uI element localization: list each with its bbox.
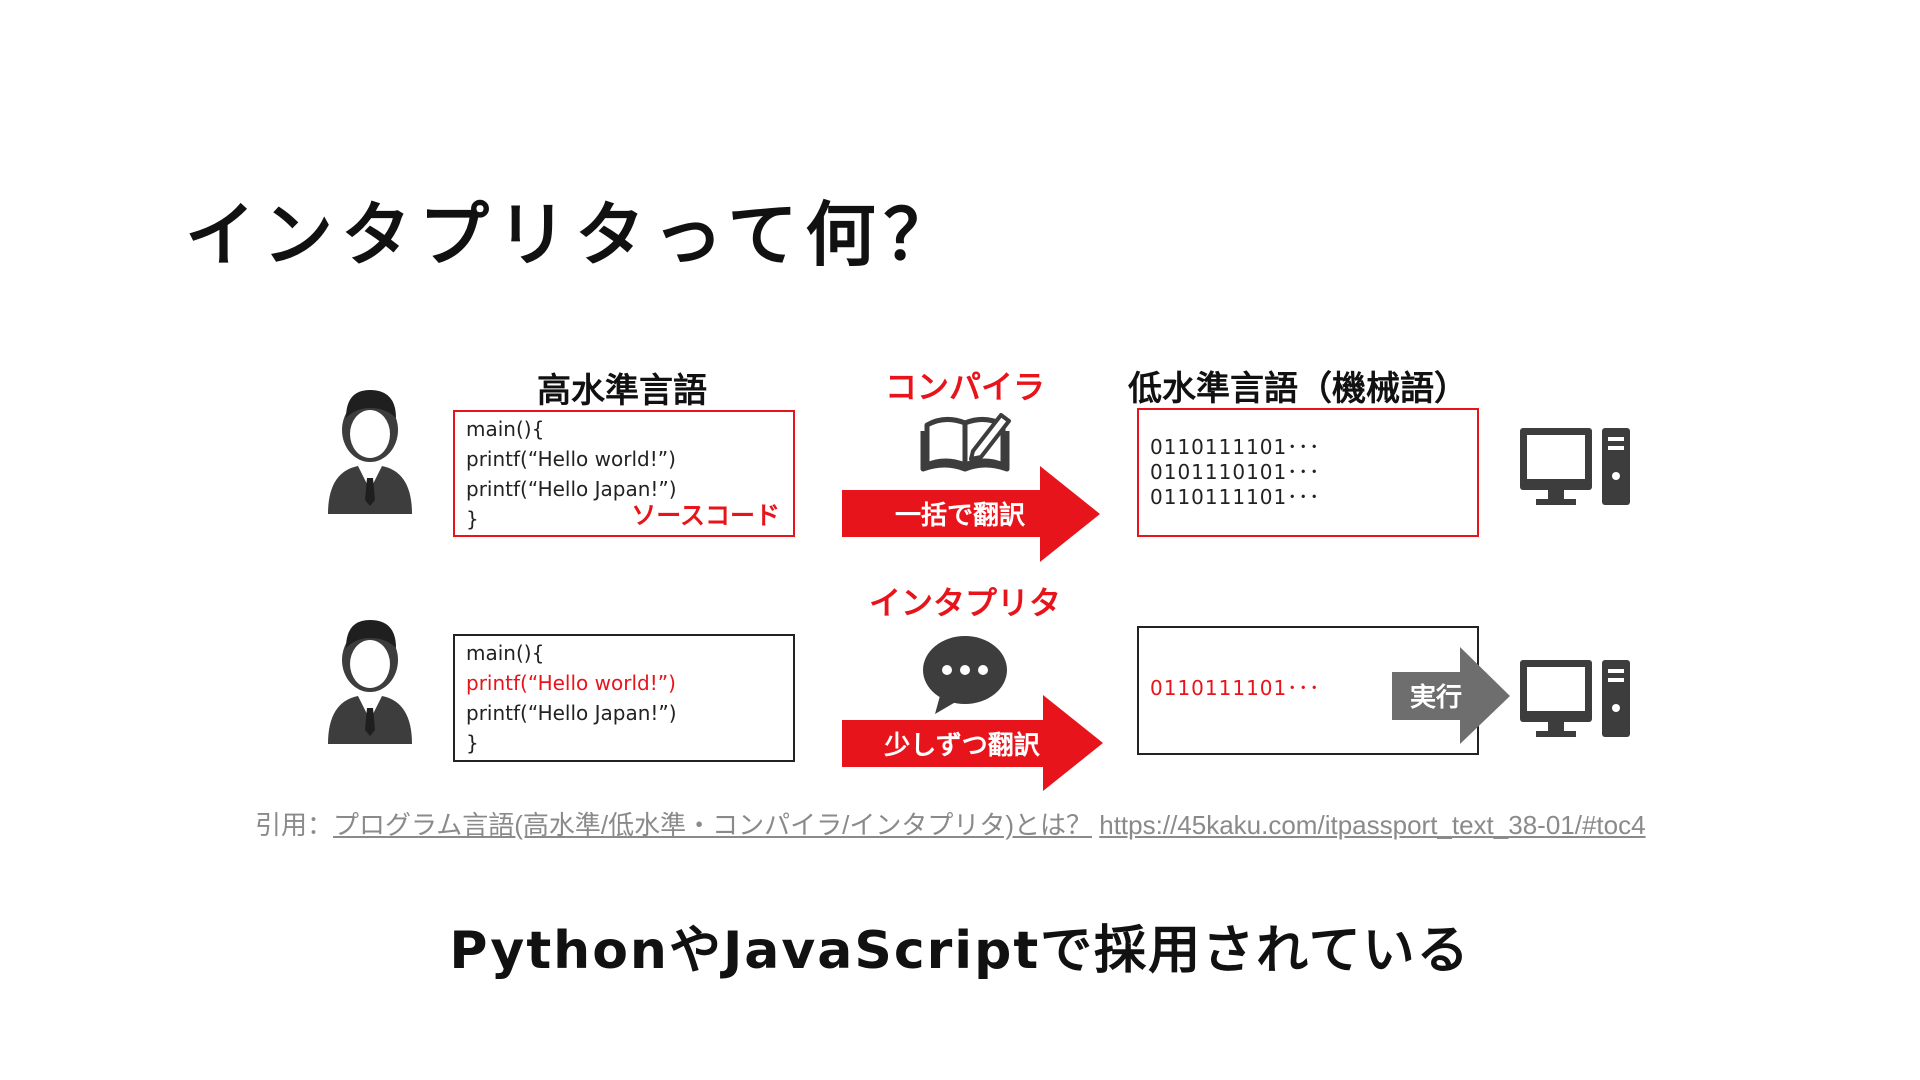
computer-icon <box>1520 660 1630 737</box>
compiler-code-line: printf(“Hello world!”) <box>466 447 676 471</box>
stepwise-translation-label: 少しずつ翻訳 <box>883 730 1040 761</box>
book-pen-icon <box>920 413 1011 472</box>
compiler-machine-code-box <box>1137 408 1479 537</box>
programmer-icon <box>328 390 412 514</box>
interpreter-code-line: printf(“Hello Japan!”) <box>466 701 677 725</box>
citation-prefix: 引用： <box>255 810 334 840</box>
interpreter-code-line-active: printf(“Hello world!”) <box>466 671 676 695</box>
slide-subtitle: PythonやJavaScriptで採用されている <box>449 921 1471 981</box>
compiler-code-line: main(){ <box>466 417 544 441</box>
high-level-language-label: 高水準言語 <box>537 371 707 411</box>
source-code-label: ソースコード <box>631 501 780 530</box>
interpreter-code-line: } <box>466 731 479 755</box>
programmer-icon <box>328 620 412 744</box>
interpreter-source-code-box <box>453 634 795 762</box>
compiler-code-line: printf(“Hello Japan!”) <box>466 477 677 501</box>
execute-arrow <box>1392 647 1510 744</box>
binary-line: 0101110101･･･ <box>1150 460 1320 484</box>
citation: 引用：プログラム言語(高水準/低水準・コンパイラ/インタプリタ)とは？ http… <box>255 812 1646 838</box>
low-level-language-label: 低水準言語（機械語） <box>1128 369 1468 409</box>
binary-line: 0110111101･･･ <box>1150 485 1320 509</box>
binary-line: 0110111101･･･ <box>1150 435 1320 459</box>
batch-translation-arrow <box>842 466 1100 562</box>
slide-title: インタプリタって何？ <box>185 194 962 276</box>
speech-bubble-icon <box>923 636 1007 714</box>
citation-url[interactable]: https://45kaku.com/itpassport_text_38-01… <box>1099 810 1646 840</box>
binary-line-active: 0110111101･･･ <box>1150 676 1320 700</box>
compiler-code-line: } <box>466 507 479 531</box>
interpreter-code-line: main(){ <box>466 641 544 665</box>
interpreter-label: インタプリタ <box>869 584 1061 622</box>
batch-translation-label: 一括で翻訳 <box>895 500 1026 531</box>
citation-link[interactable]: プログラム言語(高水準/低水準・コンパイラ/インタプリタ)とは？ <box>333 810 1093 840</box>
compiler-source-code-box <box>453 410 795 537</box>
computer-icon <box>1520 428 1630 505</box>
execute-label: 実行 <box>1410 682 1462 713</box>
compiler-label: コンパイラ <box>885 368 1045 406</box>
stepwise-translation-arrow <box>842 695 1103 791</box>
